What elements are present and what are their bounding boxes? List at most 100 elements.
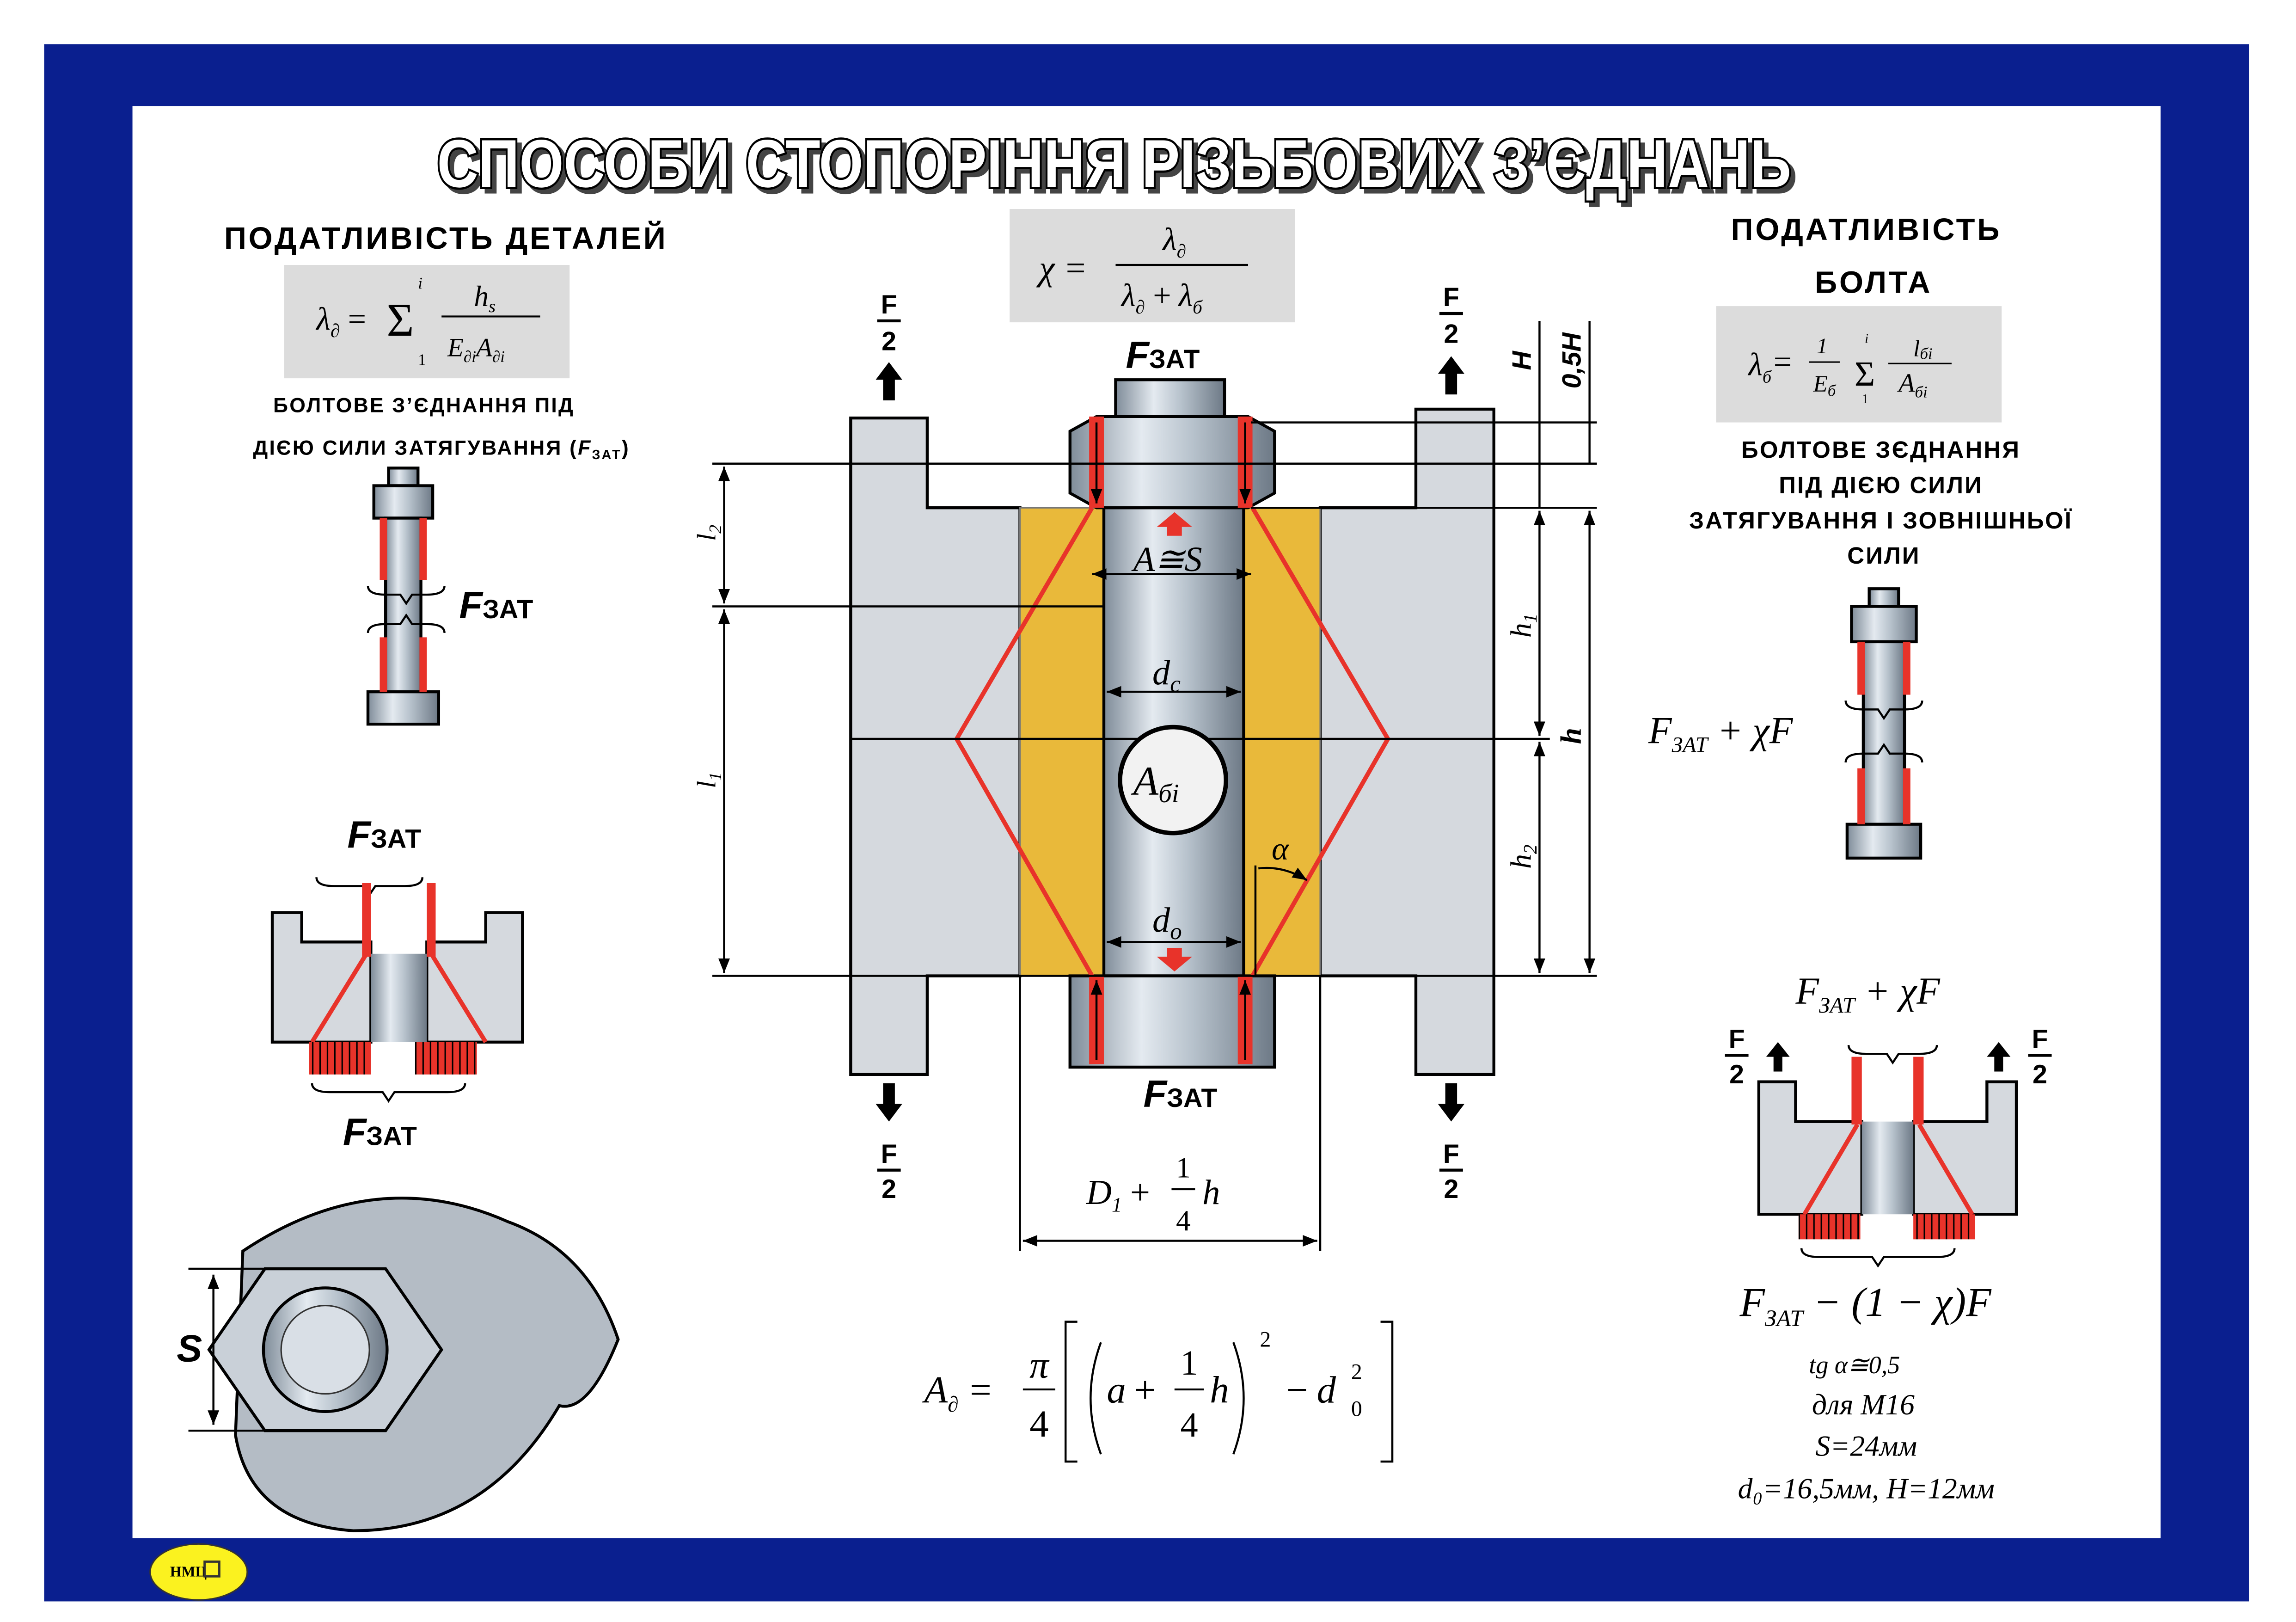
left-joint-section — [270, 877, 524, 1103]
svg-text:4: 4 — [1181, 1405, 1198, 1444]
right-heading-line1: ПОДАТЛИВІСТЬ — [1731, 212, 2002, 247]
bolt-external-load-illustration — [1844, 587, 1923, 860]
half-force-bottom-left: F 2 — [876, 1083, 902, 1204]
page-title: СПОСОБИ СТОПОРІННЯ РІЗЬБОВИХ З’ЄДНАНЬ — [437, 126, 1791, 202]
arrow-down-icon — [1438, 1083, 1465, 1122]
svg-text:2: 2 — [1729, 1060, 1744, 1089]
width-formula: D1+ 1 4 h — [1086, 1151, 1220, 1237]
label-h2: h2 — [1504, 844, 1541, 869]
svg-text:A∂=: A∂= — [922, 1369, 993, 1417]
svg-text:0: 0 — [1351, 1396, 1362, 1421]
right-joint-top-force: FЗАТ + χF — [1795, 970, 1941, 1018]
label-h: h — [1555, 728, 1587, 744]
left-caption-line2: ДІЄЮ СИЛИ ЗАТЯГУВАННЯ (FЗАТ) — [253, 437, 630, 463]
label-d0: do — [1152, 900, 1182, 945]
note-nut-size: S=24мм — [1815, 1429, 1917, 1462]
svg-text:E∂iA∂i: E∂iA∂i — [447, 333, 505, 366]
half-force-bottom-right: F 2 — [1438, 1083, 1465, 1204]
right-joint-bottom-force: FЗАТ − (1 − χ)F — [1739, 1280, 1992, 1332]
arrow-up-icon — [876, 362, 902, 400]
right-half-force-left: F 2 — [1725, 1025, 1790, 1089]
svg-text:i: i — [1865, 332, 1868, 346]
svg-text:2: 2 — [1351, 1360, 1362, 1384]
left-bolt-force-label: FЗАТ — [459, 584, 533, 627]
svg-text:D1+: D1+ — [1086, 1173, 1152, 1216]
label-a-s: A≅S — [1131, 540, 1202, 579]
left-joint-top-force: FЗАТ — [347, 813, 421, 856]
arrow-up-icon — [1766, 1042, 1790, 1072]
nut-size-label: S — [177, 1327, 202, 1370]
svg-text:λ∂+λб: λ∂+λб — [1120, 278, 1203, 318]
svg-text:2: 2 — [882, 1174, 896, 1204]
label-alpha: α — [1272, 831, 1289, 867]
right-caption-line3: ЗАТЯГУВАННЯ І ЗОВНІШНЬОЇ — [1689, 507, 2073, 534]
svg-text:Σ: Σ — [1855, 354, 1875, 393]
right-heading-line2: БОЛТА — [1815, 265, 1932, 300]
detail-compliance-formula: λ∂= Σ i 1 hs E∂iA∂i — [284, 264, 570, 379]
svg-text:Σ: Σ — [386, 294, 414, 346]
svg-text:F: F — [1443, 283, 1459, 312]
svg-text:2: 2 — [1444, 1174, 1458, 1204]
svg-text:1: 1 — [1181, 1343, 1198, 1382]
svg-text:a+: a+ — [1107, 1369, 1157, 1411]
svg-text:hs: hs — [474, 280, 496, 316]
svg-text:F: F — [1729, 1025, 1745, 1054]
note-thread-size: для М16 — [1812, 1388, 1915, 1421]
svg-text:χ=: χ= — [1036, 248, 1087, 288]
note-hole-and-height: d₀=16,5мм, H=12мм — [1738, 1472, 1995, 1505]
label-abi: Aбi — [1131, 759, 1179, 808]
right-joint-section — [1757, 1044, 2018, 1268]
svg-text:Eб: Eб — [1813, 371, 1837, 400]
center-top-force: FЗАТ — [1126, 333, 1200, 376]
label-l1: l1 — [692, 772, 725, 788]
bolt-preload-illustration — [366, 467, 446, 726]
svg-text:λ∂=: λ∂= — [316, 301, 368, 341]
center-bottom-force: FЗАТ — [1144, 1072, 1218, 1115]
arrow-down-icon — [876, 1083, 902, 1122]
logo: НМЦ — [149, 1543, 248, 1601]
svg-text:4: 4 — [1029, 1402, 1048, 1445]
label-half-nut-height: 0,5H — [1557, 332, 1587, 389]
label-dc: dc — [1152, 653, 1181, 697]
half-force-top-left: F 2 — [876, 290, 902, 400]
half-force-top-right: F 2 — [1438, 283, 1465, 395]
left-caption-line1: БОЛТОВЕ З’ЄДНАННЯ ПІД — [273, 394, 575, 417]
bolt-compliance-formula: λб= 1 Eб Σ i 1 lбi Aбi — [1716, 306, 2002, 423]
logo-text: НМЦ — [170, 1563, 207, 1579]
label-l2: l2 — [692, 525, 725, 541]
svg-text:2: 2 — [2033, 1060, 2047, 1089]
svg-text:i: i — [418, 274, 422, 292]
label-nut-height: H — [1507, 350, 1537, 370]
svg-text:λб=: λб= — [1748, 344, 1794, 387]
svg-text:lбi: lбi — [1913, 336, 1933, 362]
svg-text:1: 1 — [1862, 392, 1868, 406]
svg-text:−d: −d — [1286, 1369, 1336, 1411]
left-heading: ПОДАТЛИВІСТЬ ДЕТАЛЕЙ — [224, 221, 668, 256]
svg-text:F: F — [2032, 1025, 2048, 1054]
svg-text:2: 2 — [882, 327, 896, 356]
label-h1: h1 — [1504, 614, 1541, 638]
svg-text:1: 1 — [418, 350, 426, 369]
svg-text:Aбi: Aбi — [1897, 369, 1927, 401]
svg-text:π: π — [1029, 1344, 1050, 1386]
right-caption-line1: БОЛТОВЕ ЗЄДНАННЯ — [1741, 436, 2020, 463]
arrow-up-icon — [1438, 356, 1465, 395]
svg-text:1: 1 — [1176, 1151, 1191, 1184]
svg-text:F: F — [1443, 1139, 1459, 1169]
svg-text:4: 4 — [1176, 1204, 1191, 1237]
flanged-joint-assembly — [712, 320, 1597, 1251]
svg-text:1: 1 — [1817, 334, 1828, 358]
logo-pen-icon — [203, 1561, 220, 1578]
svg-text:F: F — [881, 290, 897, 319]
nut-top-view — [188, 1197, 620, 1532]
note-tg-alpha: tg α≅0,5 — [1809, 1351, 1900, 1379]
right-caption-line4: СИЛИ — [1847, 542, 1920, 569]
svg-text:F: F — [881, 1139, 897, 1169]
area-formula: A∂= π 4 a+ 1 4 h 2 −d 0 2 — [922, 1321, 1394, 1463]
right-bolt-force-label: FЗАТ + χF — [1648, 709, 1794, 757]
chi-formula: χ= λ∂ λ∂+λб — [1010, 209, 1295, 323]
svg-text:h: h — [1210, 1369, 1229, 1411]
left-joint-bottom-force: FЗАТ — [343, 1111, 417, 1154]
svg-text:2: 2 — [1260, 1327, 1271, 1352]
